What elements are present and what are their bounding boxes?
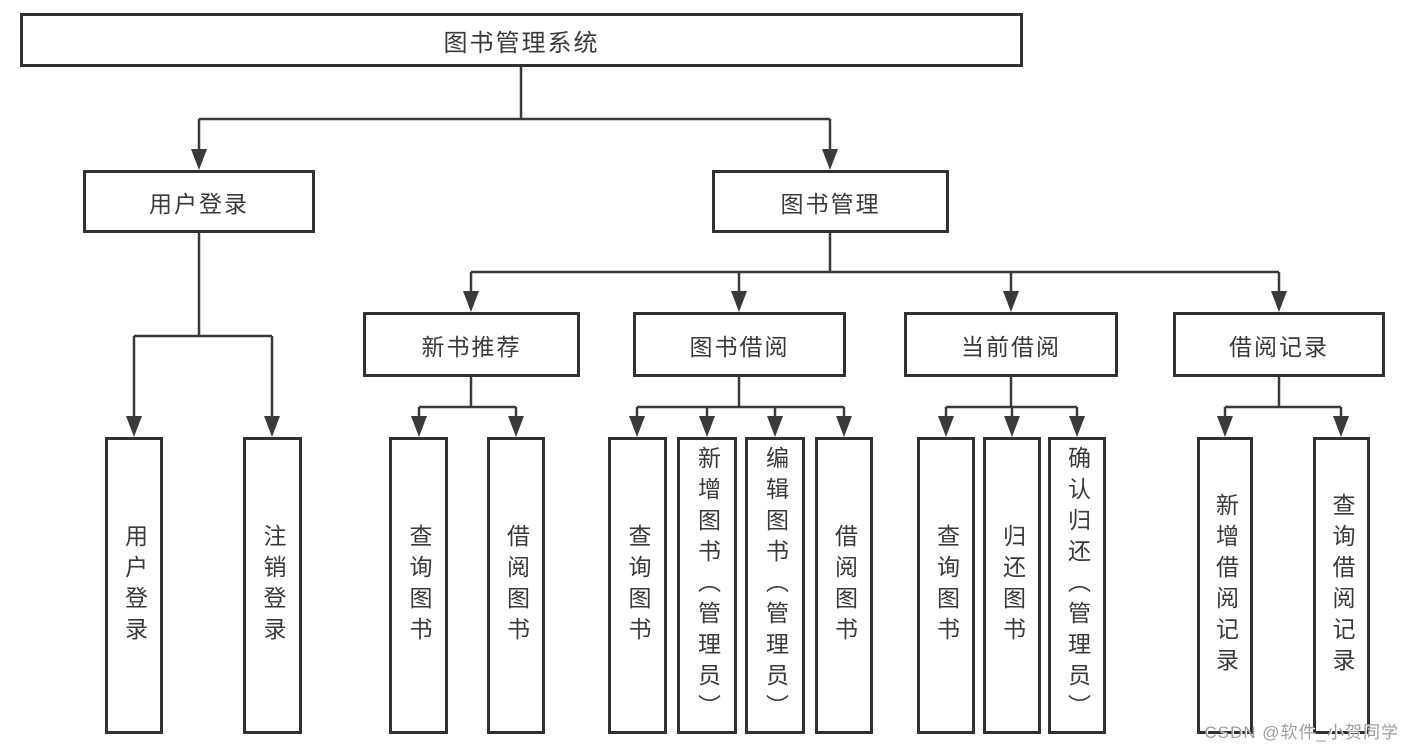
node-borrow-records: 借阅记录: [1173, 312, 1385, 377]
leaf-edit-books-admin: 编辑图书（管理员）: [745, 437, 805, 734]
csdn-watermark: CSDN @软件_小贺同学: [1204, 723, 1399, 742]
leaf-borrow-books: 借阅图书: [815, 437, 873, 734]
leaf-confirm-return-admin: 确认归还（管理员）: [1048, 437, 1106, 734]
leaf-return-books: 归还图书: [983, 437, 1041, 734]
node-book-management: 图书管理: [712, 170, 949, 233]
leaf-borrow-books-recommend: 借阅图书: [487, 437, 545, 734]
leaf-query-books-recommend: 查询图书: [389, 437, 448, 734]
leaf-add-books-admin: 新增图书（管理员）: [677, 437, 737, 734]
node-new-book-recommend: 新书推荐: [363, 312, 580, 377]
leaf-add-borrow-record: 新增借阅记录: [1197, 437, 1253, 734]
leaf-user-login: 用户登录: [105, 437, 163, 734]
leaf-query-borrow-record: 查询借阅记录: [1313, 437, 1370, 734]
node-user-login: 用户登录: [83, 170, 315, 233]
node-current-borrowing: 当前借阅: [904, 312, 1118, 377]
leaf-query-books-borrow: 查询图书: [608, 437, 667, 734]
leaf-query-books-current: 查询图书: [917, 437, 975, 734]
leaf-logout: 注销登录: [243, 437, 302, 734]
node-library-system: 图书管理系统: [20, 13, 1023, 67]
node-book-borrowing: 图书借阅: [633, 312, 846, 377]
arrowhead-icon: [126, 149, 1349, 437]
